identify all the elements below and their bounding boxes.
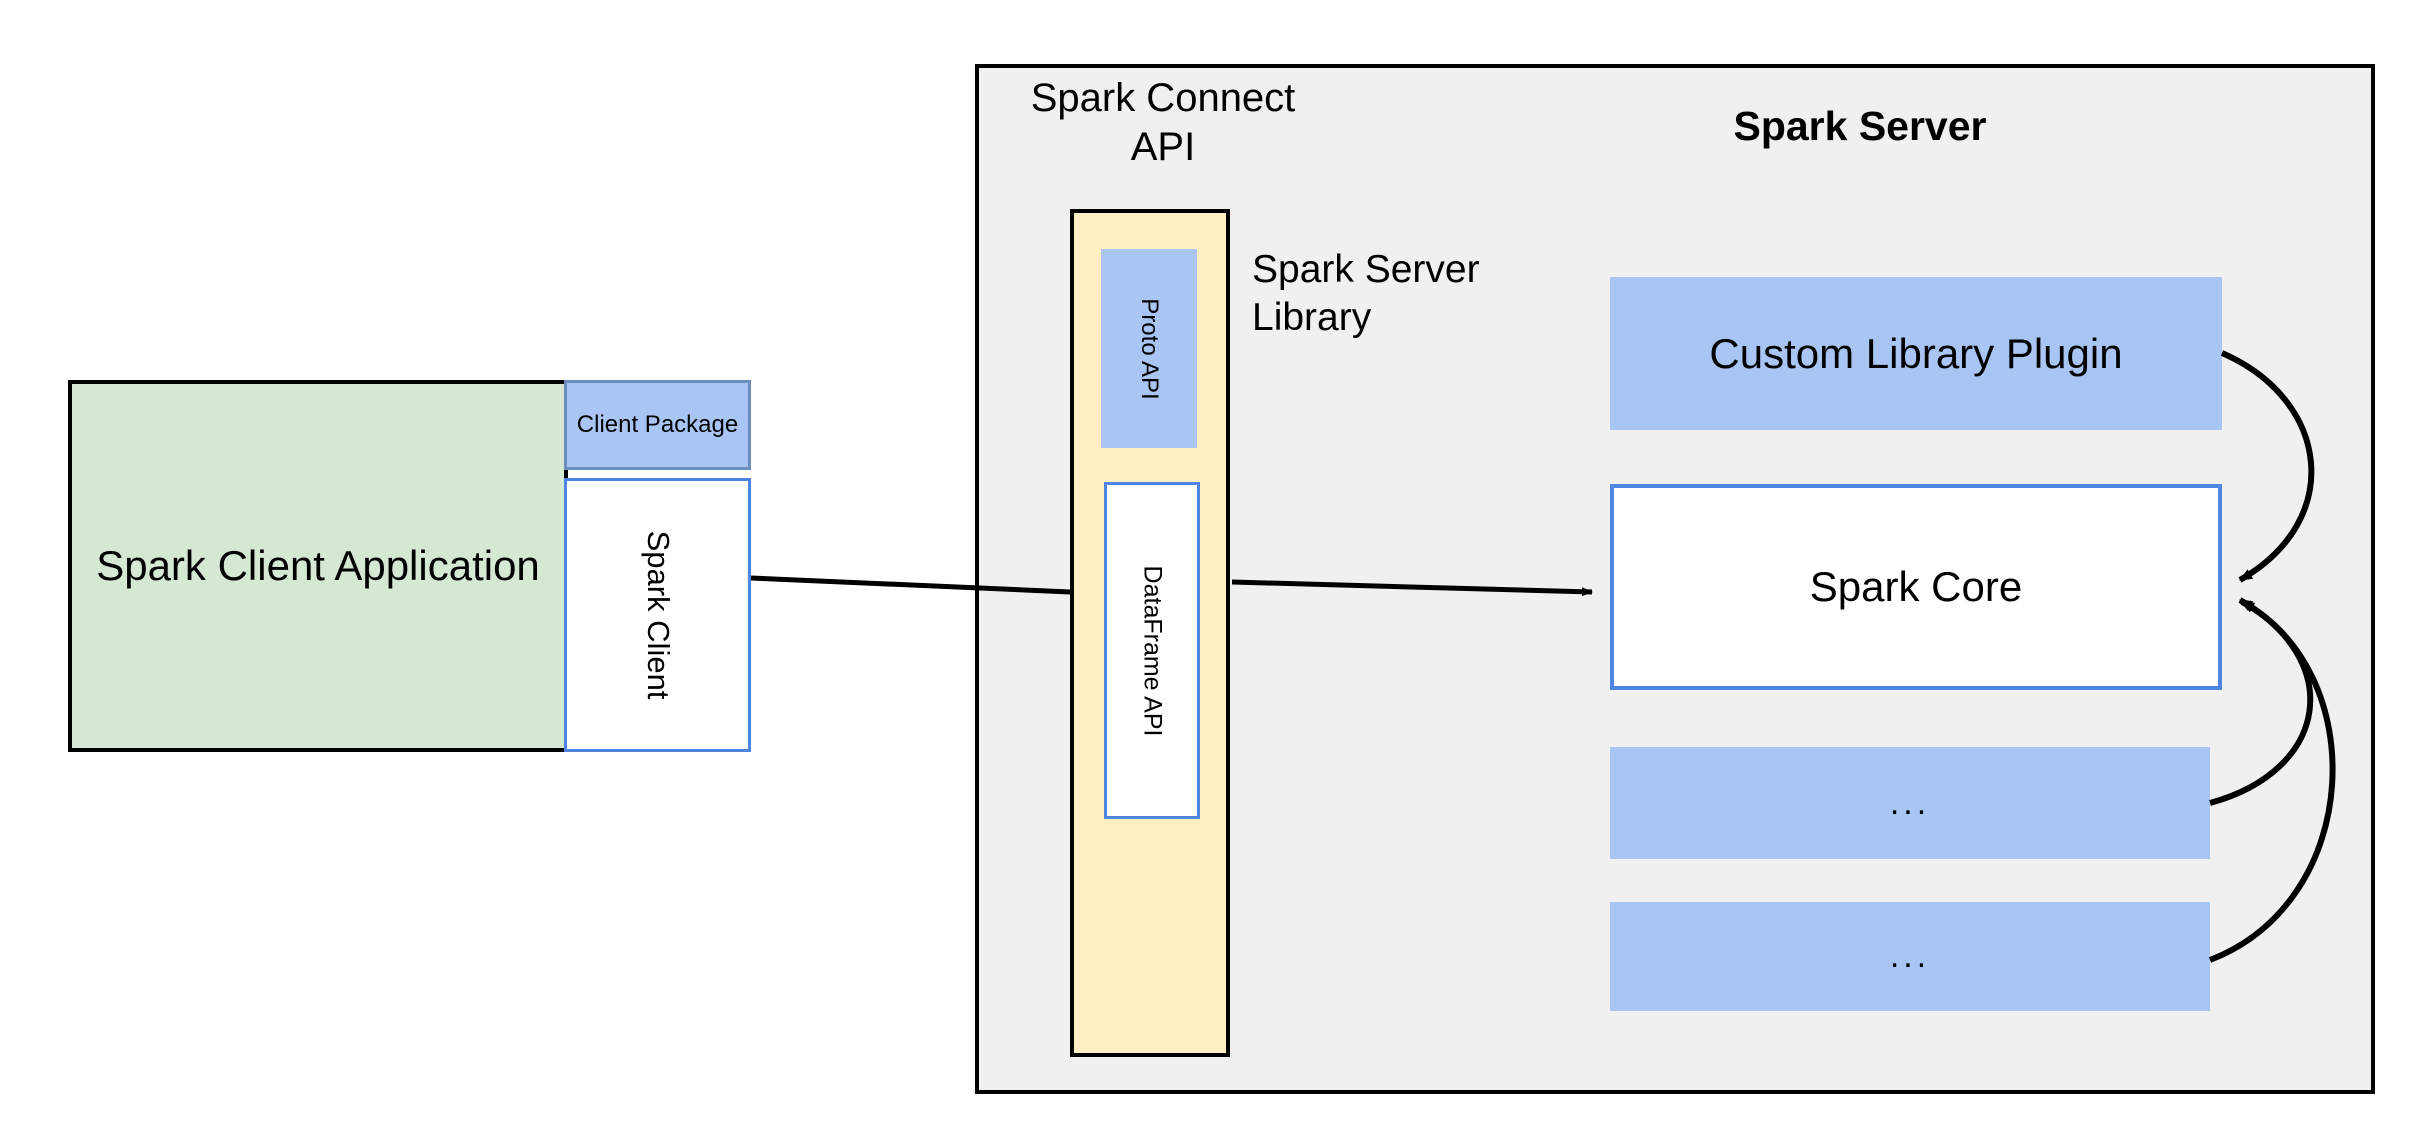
dataframe-api-label: DataFrame API <box>1138 565 1167 736</box>
spark-client-application-box[interactable]: Spark Client Application <box>68 380 568 752</box>
custom-library-plugin-label: Custom Library Plugin <box>1709 329 2123 377</box>
spark-client-box[interactable]: Spark Client <box>564 478 751 752</box>
spark-client-label: Spark Client <box>640 530 676 700</box>
spark-server-library-label: Spark Server Library <box>1252 248 1480 339</box>
ellipsis-box-2[interactable]: ... <box>1610 902 2210 1011</box>
spark-core-label: Spark Core <box>1809 563 2023 611</box>
ellipsis-box-2-label: ... <box>1889 937 1931 976</box>
proto-api-label: Proto API <box>1136 297 1164 400</box>
spark-connect-api-label: Spark Connect API <box>1030 76 1296 169</box>
ellipsis-box-1-label: ... <box>1889 783 1931 822</box>
spark-server-title: Spark Server <box>1733 102 1987 149</box>
ellipsis-box-1[interactable]: ... <box>1610 747 2210 859</box>
dataframe-api-box[interactable]: DataFrame API <box>1104 482 1200 819</box>
client-package-label: Client Package <box>576 410 739 438</box>
spark-client-application-label: Spark Client Application <box>96 542 540 590</box>
spark-core-box[interactable]: Spark Core <box>1610 484 2222 690</box>
custom-library-plugin-box[interactable]: Custom Library Plugin <box>1610 277 2222 430</box>
proto-api-box[interactable]: Proto API <box>1101 249 1197 448</box>
client-package-box[interactable]: Client Package <box>564 380 751 470</box>
